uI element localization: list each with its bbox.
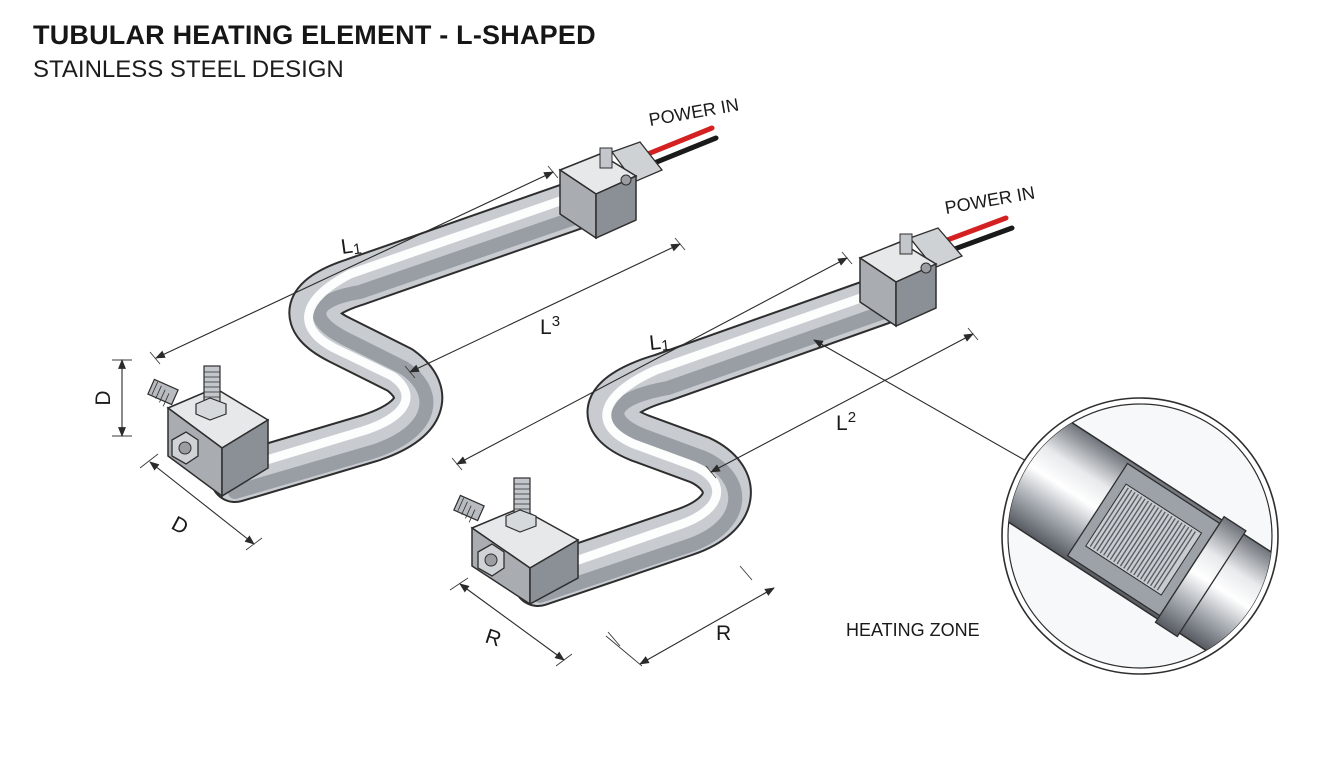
right-heating-element	[449, 215, 1015, 667]
right-R-left-label: R	[482, 625, 504, 652]
right-R-right-label: R	[716, 622, 731, 645]
right-L2-label: L2	[836, 409, 856, 435]
left-L3-label: L3	[540, 313, 560, 339]
right-R-right-dimension-line	[639, 587, 775, 665]
diagram-subtitle: STAINLESS STEEL DESIGN	[33, 56, 344, 83]
heating-zone-leader	[813, 339, 1029, 463]
left-D-diagonal-dimension-line	[149, 461, 255, 545]
left-bottom-terminal	[147, 365, 270, 498]
power-in-label-right: POWER IN	[943, 182, 1036, 218]
right-L1-label: L1	[648, 330, 670, 356]
heating-zone-label: HEATING ZONE	[846, 620, 980, 640]
right-dimensions	[449, 251, 979, 667]
right-top-terminal	[858, 215, 1015, 328]
left-D-vertical-label: D	[92, 390, 115, 405]
right-L1-dimension-line	[456, 257, 848, 465]
right-R-left-dimension-line	[459, 583, 565, 661]
left-L1-label: L1	[339, 233, 362, 260]
left-D-diagonal-label: D	[168, 512, 192, 539]
heating-coil	[1089, 487, 1197, 591]
right-bottom-terminal	[453, 477, 580, 606]
power-in-label-left: POWER IN	[647, 94, 740, 130]
right-L2-dimension-line	[710, 333, 974, 473]
diagram-title: TUBULAR HEATING ELEMENT - L-SHAPED	[33, 20, 596, 50]
left-L1-dimension-line	[155, 171, 554, 359]
left-heating-element	[112, 125, 719, 551]
left-top-terminal	[558, 125, 719, 240]
heating-zone-detail	[813, 339, 1279, 675]
